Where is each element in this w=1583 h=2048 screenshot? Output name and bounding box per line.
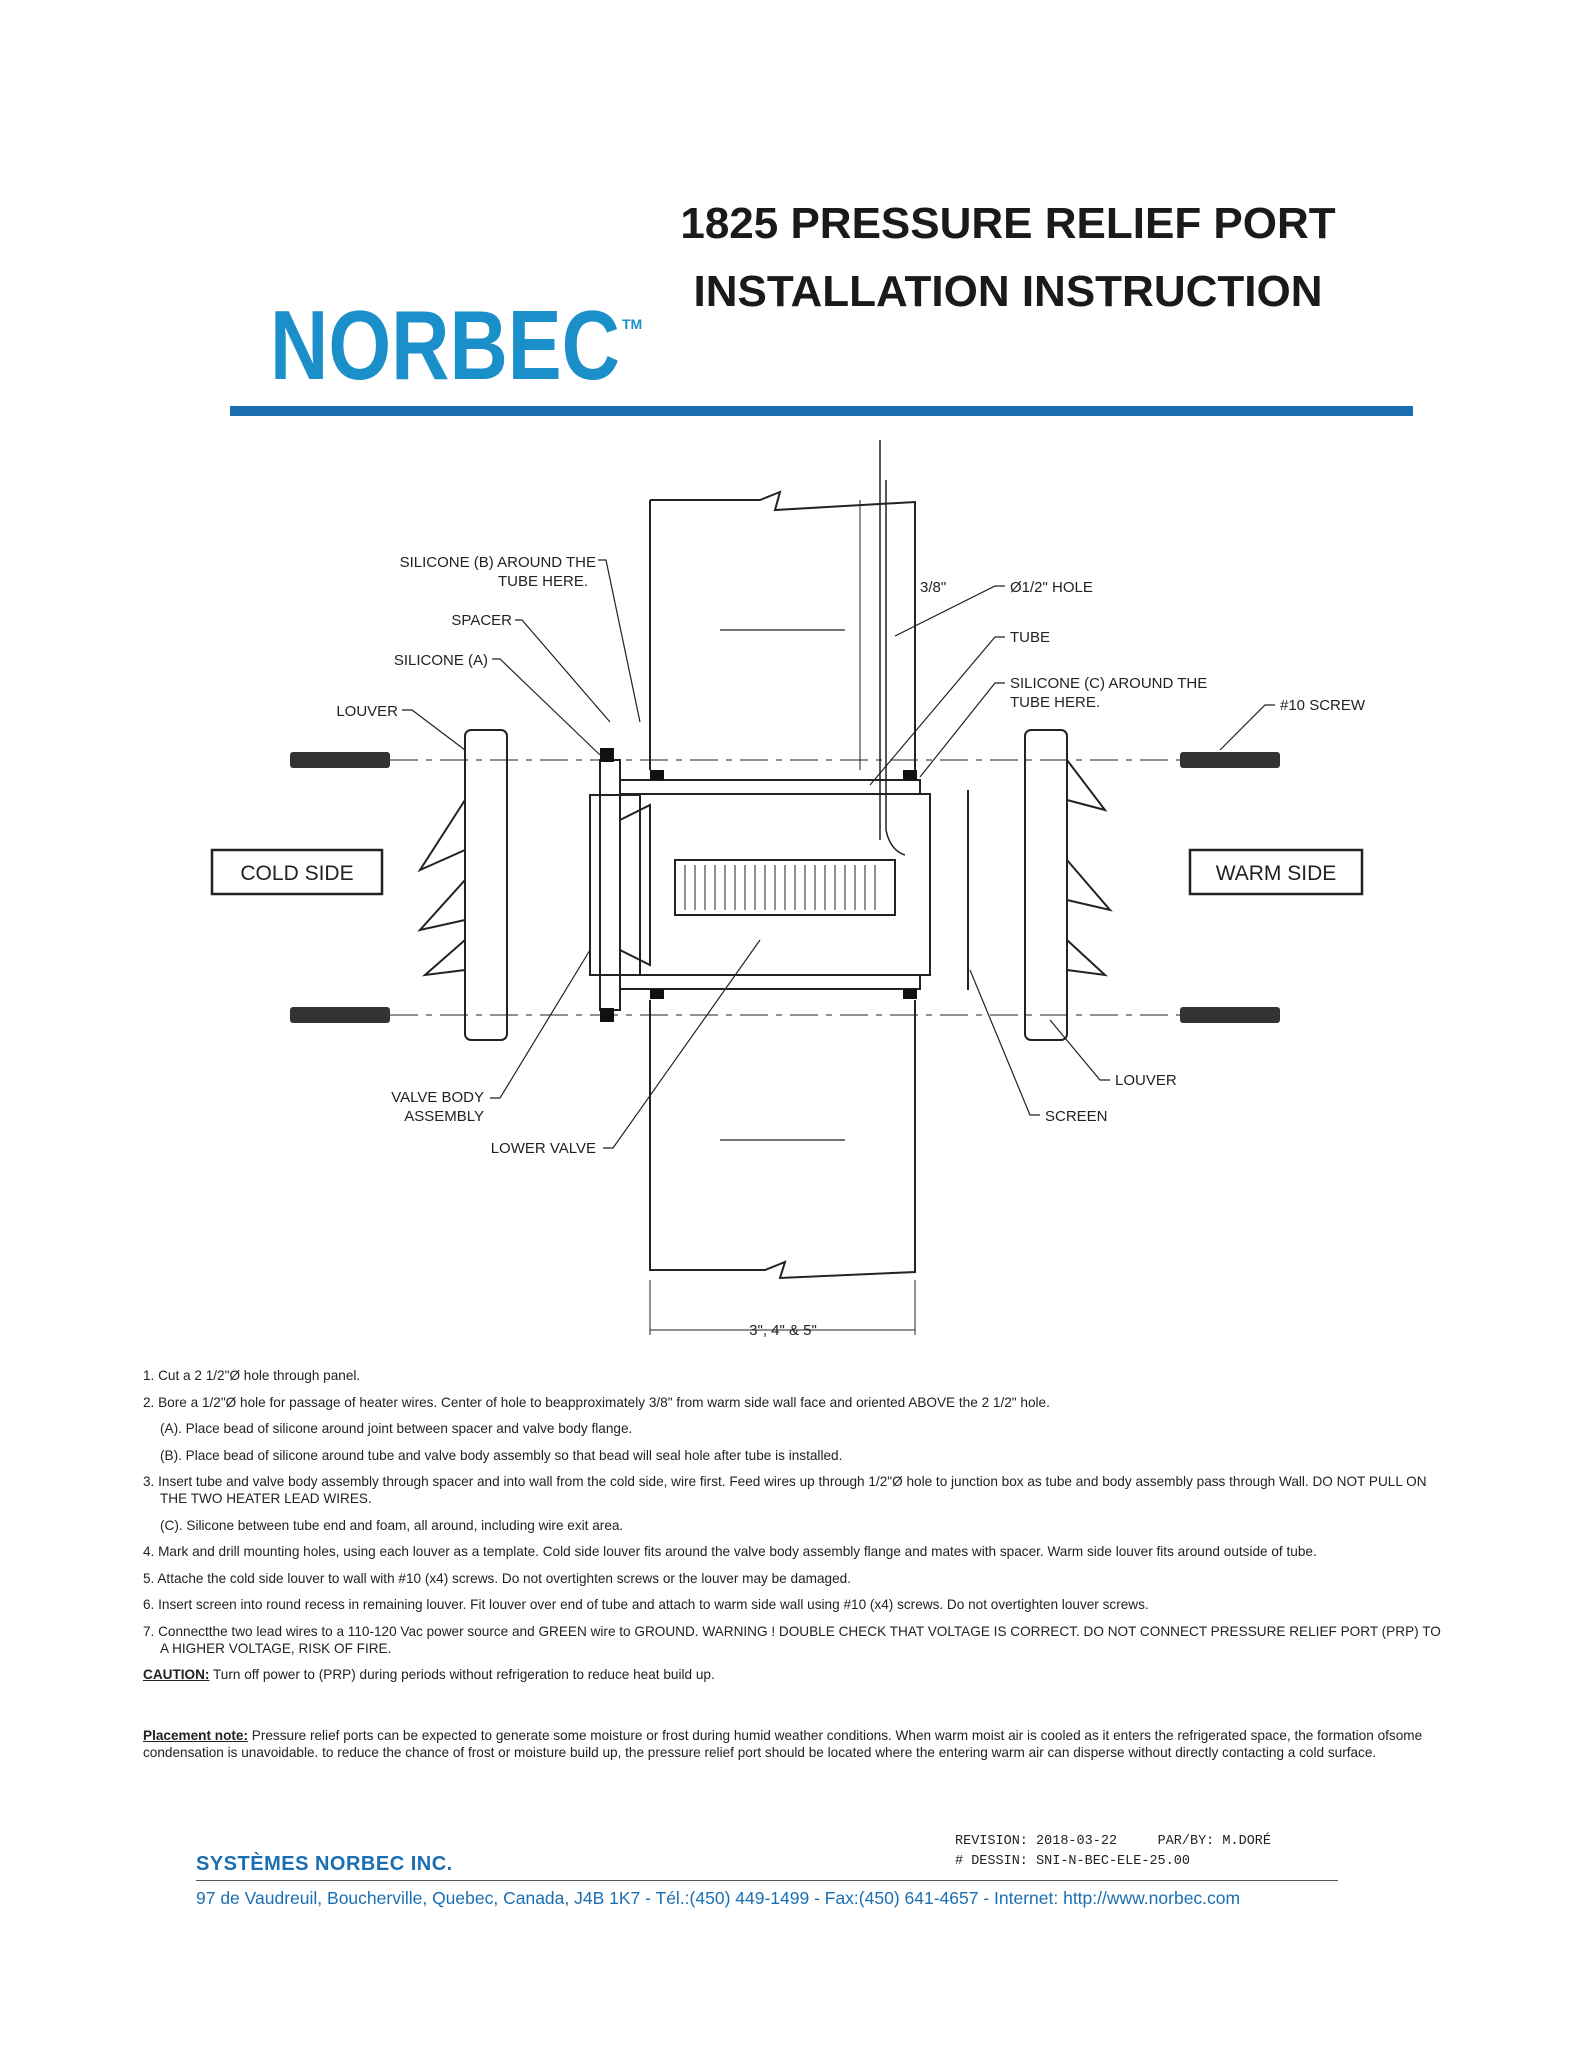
- wall-upper-outline: [650, 490, 916, 770]
- dessin-label: # DESSIN:: [955, 1854, 1028, 1869]
- label-silicone-b-2: TUBE HERE.: [498, 573, 588, 590]
- label-valve-body-2: ASSEMBLY: [404, 1108, 484, 1125]
- step-3: 3. Insert tube and valve body assembly t…: [143, 1474, 1427, 1506]
- dessin-value: SNI-N-BEC-ELE-25.00: [1036, 1854, 1190, 1869]
- logo-text: NORBEC: [270, 295, 620, 395]
- company-name: SYSTÈMES NORBEC INC.: [196, 1853, 453, 1875]
- par-label: PAR/BY:: [1157, 1834, 1215, 1849]
- label-screen: SCREEN: [1045, 1108, 1108, 1125]
- label-valve-body-1: VALVE BODY: [391, 1089, 484, 1106]
- tube-bottom: [619, 974, 921, 990]
- par-value: M.DORÉ: [1222, 1834, 1271, 1849]
- screw-lower-right: [1180, 1007, 1280, 1023]
- label-warm-side: WARM SIDE: [1216, 862, 1337, 885]
- spacer: [599, 759, 621, 1011]
- title-line-1: 1825 PRESSURE RELIEF PORT: [680, 199, 1336, 248]
- warm-side-box: [1188, 848, 1364, 896]
- label-hole: Ø1/2" HOLE: [1010, 579, 1093, 596]
- revision-block: REVISION: 2018-03-22 PAR/BY: M.DORÉ # DE…: [955, 1832, 1271, 1872]
- step-2a: (A). Place bead of silicone around joint…: [160, 1421, 633, 1436]
- wire-bend: [885, 829, 906, 856]
- revision-value: 2018-03-22: [1036, 1834, 1118, 1849]
- step-1: 1. Cut a 2 1/2"Ø hole through panel.: [143, 1368, 361, 1383]
- installation-drawing: SILICONE (B) AROUND THE TUBE HERE. SPACE…: [210, 440, 1366, 1339]
- label-cold-side: COLD SIDE: [240, 862, 353, 885]
- title-line-2: INSTALLATION INSTRUCTION: [693, 267, 1323, 316]
- label-louver-right: LOUVER: [1115, 1072, 1177, 1089]
- tube-top: [619, 779, 921, 795]
- norbec-logo: NORBEC TM: [270, 295, 642, 395]
- louver-right-fins: [1066, 759, 1113, 977]
- step-2: 2. Bore a 1/2"Ø hole for passage of heat…: [143, 1394, 1050, 1410]
- wall-lower-outline: [649, 1000, 916, 1280]
- label-wall-dimension: 3", 4" & 5": [749, 1322, 817, 1339]
- label-spacer: SPACER: [451, 612, 512, 629]
- placement-label: Placement note:: [143, 1728, 248, 1743]
- label-screw: #10 SCREW: [1280, 697, 1366, 714]
- leader-lines: [402, 559, 1275, 1149]
- step-2b: (B). Place bead of silicone around tube …: [160, 1447, 843, 1463]
- label-tube: TUBE: [1010, 629, 1050, 646]
- label-louver-left: LOUVER: [336, 703, 398, 720]
- label-silicone-c-2: TUBE HERE.: [1010, 694, 1100, 711]
- valve-flange: [589, 794, 641, 976]
- screws: [290, 752, 1280, 1023]
- caution-text: Turn off power to (PRP) during periods w…: [209, 1667, 715, 1682]
- footer-rule: [196, 1880, 1338, 1881]
- placement-text: Pressure relief ports can be expected to…: [143, 1728, 1423, 1760]
- louver-left: [464, 729, 508, 1041]
- screw-upper-right: [1180, 752, 1280, 768]
- placement-note: Placement note: Pressure relief ports ca…: [143, 1727, 1433, 1761]
- step-5: 5. Attache the cold side louver to wall …: [143, 1570, 851, 1586]
- instruction-list: 1. Cut a 2 1/2"Ø hole through panel. 2. …: [143, 1367, 1443, 1693]
- header-rule: [230, 406, 1413, 416]
- step-3c: (C). Silicone between tube end and foam,…: [160, 1517, 624, 1533]
- document-title: 1825 PRESSURE RELIEF PORT INSTALLATION I…: [668, 190, 1348, 326]
- screw-lower-left: [290, 1007, 390, 1023]
- revision-label: REVISION:: [955, 1834, 1028, 1849]
- step-6: 6. Insert screen into round recess in re…: [143, 1597, 1149, 1612]
- company-address: 97 de Vaudreuil, Boucherville, Quebec, C…: [196, 1888, 1241, 1908]
- silicone-beads: [600, 748, 917, 1022]
- caution-label: CAUTION:: [143, 1667, 210, 1682]
- step-4: 4. Mark and drill mounting holes, using …: [143, 1544, 1317, 1559]
- louver-left-fins: [417, 799, 466, 977]
- logo-tm: TM: [622, 316, 642, 332]
- valve-cone: [619, 803, 651, 967]
- label-silicone-b-1: SILICONE (B) AROUND THE: [400, 554, 596, 571]
- heater-element: [674, 859, 896, 916]
- caution: CAUTION: Turn off power to (PRP) during …: [143, 1666, 1443, 1683]
- heater-fins: [684, 865, 876, 910]
- cold-side-box: [210, 848, 384, 896]
- label-silicone-c-1: SILICONE (C) AROUND THE: [1010, 675, 1207, 692]
- label-3-8: 3/8": [920, 579, 946, 596]
- label-lower-valve: LOWER VALVE: [491, 1140, 596, 1157]
- louver-right: [1024, 729, 1068, 1041]
- label-silicone-a: SILICONE (A): [394, 652, 488, 669]
- screw-upper-left: [290, 752, 390, 768]
- step-7: 7. Connectthe two lead wires to a 110-12…: [143, 1623, 1441, 1656]
